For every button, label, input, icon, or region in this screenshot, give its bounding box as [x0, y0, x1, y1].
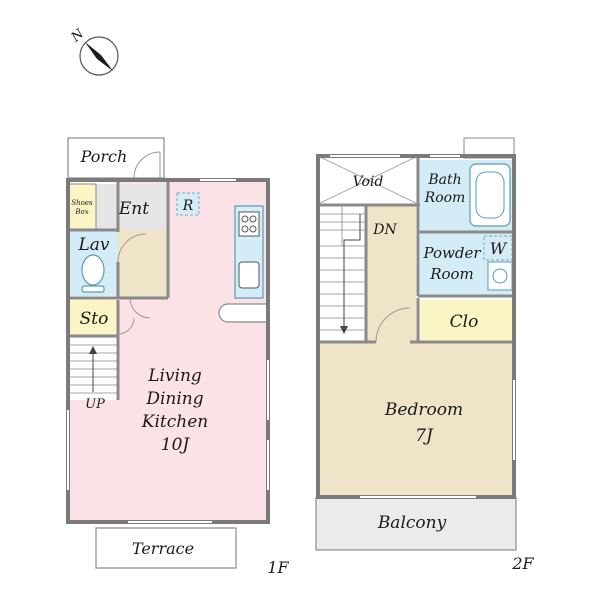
stair-treads-2f	[318, 206, 366, 331]
entrance-label: Ent	[118, 199, 149, 219]
shoes-box-label-1: Shoes	[71, 199, 93, 207]
closet-label: Clo	[450, 312, 479, 332]
kitchen-sink	[238, 261, 260, 289]
kitchen-peninsula	[218, 303, 269, 323]
ldk-size-label: 10J	[161, 435, 191, 455]
compass-needle-south	[97, 55, 113, 71]
shoes-box	[67, 183, 97, 231]
bath-label-1: Bath	[427, 172, 461, 188]
refrigerator-fixture	[176, 192, 200, 216]
powder-label-2: Room	[429, 265, 474, 283]
storage-door-swing	[117, 317, 135, 335]
stairs-down-label: DN	[372, 222, 397, 238]
bathtub-inner	[475, 171, 505, 219]
walls-2f-interior	[318, 156, 514, 344]
porch-label: Porch	[80, 147, 128, 166]
void-cross-2	[317, 155, 419, 205]
stair-arrow-head-2f	[340, 326, 348, 334]
stairs-up-label: UP	[85, 397, 105, 412]
hall-area	[118, 230, 168, 298]
ldk-label-3: Kitchen	[141, 412, 208, 432]
porch-area	[67, 137, 165, 179]
terrace-area	[95, 527, 237, 569]
stair-arrow-head-1f	[89, 346, 97, 354]
refrigerator-label: R	[182, 198, 194, 214]
shoes-box-label-2: Box	[74, 208, 88, 216]
storage-room	[68, 300, 118, 336]
hall-door-swing	[129, 297, 151, 319]
floor-1	[66, 137, 270, 569]
void-label: Void	[353, 174, 384, 190]
toilet-fixture	[81, 254, 105, 293]
closet-room	[420, 300, 514, 342]
ldk-label-2: Dining	[145, 389, 203, 409]
floor-2-label: 2F	[511, 554, 534, 573]
labels-1f: Porch Shoes Box Ent R Lav Sto UP Living …	[71, 147, 289, 577]
compass-needle-north	[85, 42, 101, 59]
compass: N	[68, 26, 119, 76]
labels-2f: Void DN Bath Room Powder Room W Clo Bedr…	[353, 172, 535, 573]
powder-label-1: Powder	[422, 244, 481, 262]
porch-door-swing	[133, 151, 161, 179]
bedroom-door-swing	[375, 307, 411, 343]
bedroom-label: Bedroom	[384, 400, 463, 420]
powder-sink-bowl	[492, 268, 508, 284]
bedroom-size-label: 7J	[415, 426, 434, 446]
windows-1f	[67, 179, 269, 523]
bedroom-room	[318, 342, 514, 497]
floor-1-label: 1F	[267, 558, 289, 577]
lav-door-swing	[117, 233, 147, 263]
terrace-label: Terrace	[132, 539, 194, 558]
stair-arrow-2f	[343, 214, 361, 330]
floor-2	[315, 137, 517, 551]
windows-2f	[330, 155, 515, 498]
washer-label: W	[490, 239, 508, 258]
walls-1f-interior	[68, 180, 170, 400]
bath-label-2: Room	[424, 190, 466, 206]
entrance-area	[96, 184, 168, 230]
storage-label: Sto	[80, 309, 109, 329]
lavatory-label: Lav	[77, 235, 109, 255]
ldk-label-1: Living	[147, 366, 202, 386]
stair-hall	[366, 206, 416, 342]
stove-burners	[238, 211, 260, 237]
balcony-label: Balcony	[377, 513, 447, 533]
